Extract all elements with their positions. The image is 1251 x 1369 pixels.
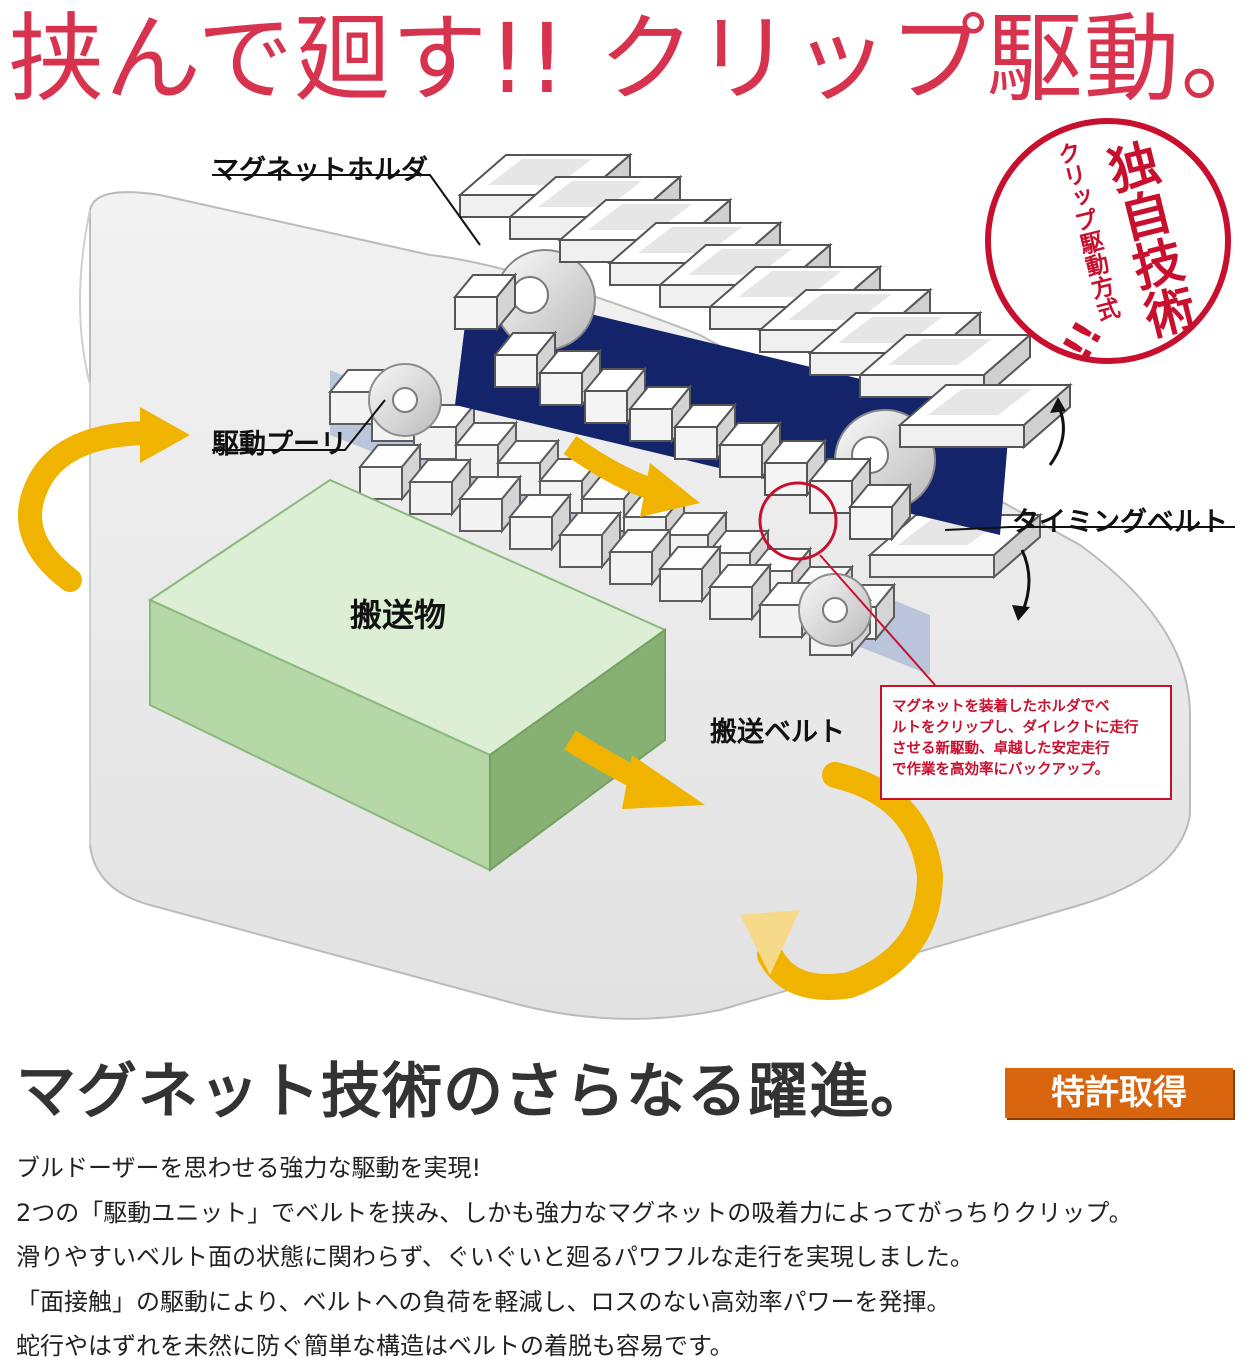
label-cargo: 搬送物 xyxy=(350,596,447,634)
label-drive-pulley: 駆動プーリ xyxy=(212,429,347,460)
description-line: 「面接触」の駆動により、ベルトへの負荷を軽減し、ロスのない高効率パワーを発揮。 xyxy=(16,1287,951,1316)
label-conveyor-belt: 搬送ベルト xyxy=(710,717,845,748)
flow-arrows xyxy=(18,407,944,1000)
callout-box: マグネットを装着したホルダでベ ルトをクリップし、ダイレクトに走行 させる新駆動… xyxy=(880,685,1172,800)
description-line: 2つの「駆動ユニット」でベルトを挟み、しかも強力なマグネットの吸着力によってがっ… xyxy=(16,1198,1133,1227)
label-timing-belt: タイミングベルト xyxy=(1012,507,1228,538)
section-title: マグネット技術のさらなる躍進。 xyxy=(16,1057,931,1127)
callout-line: マグネットを装着したホルダでベ xyxy=(892,699,1110,715)
callout-line: させる新駆動、卓越した安定走行 xyxy=(892,741,1110,757)
original-technology-stamp xyxy=(985,118,1231,364)
headline: 挟んで廻す!! クリップ駆動。 xyxy=(8,3,1251,115)
detail-highlight-circle xyxy=(758,481,838,561)
callout-line: で作業を高効率にバックアップ。 xyxy=(892,762,1110,778)
callout-line: ルトをクリップし、ダイレクトに走行 xyxy=(892,720,1139,736)
description-line: ブルドーザーを思わせる強力な駆動を実現! xyxy=(16,1154,482,1182)
description-line: 蛇行やはずれを未然に防ぐ簡単な構造はベルトの着脱も容易です。 xyxy=(16,1332,734,1360)
patent-badge: 特許取得 xyxy=(1005,1068,1233,1118)
description-line: 滑りやすいベルト面の状態に関わらず、ぐいぐいと廻るパワフルな走行を実現しました。 xyxy=(16,1243,974,1271)
clip-drive-illustration xyxy=(18,154,1235,1020)
upper-drive-unit xyxy=(454,154,1071,540)
label-magnet-holder: マグネットホルダ xyxy=(212,155,428,186)
description: ブルドーザーを思わせる強力な駆動を実現! 2つの「駆動ユニット」でベルトを挟み、… xyxy=(16,1146,1241,1369)
